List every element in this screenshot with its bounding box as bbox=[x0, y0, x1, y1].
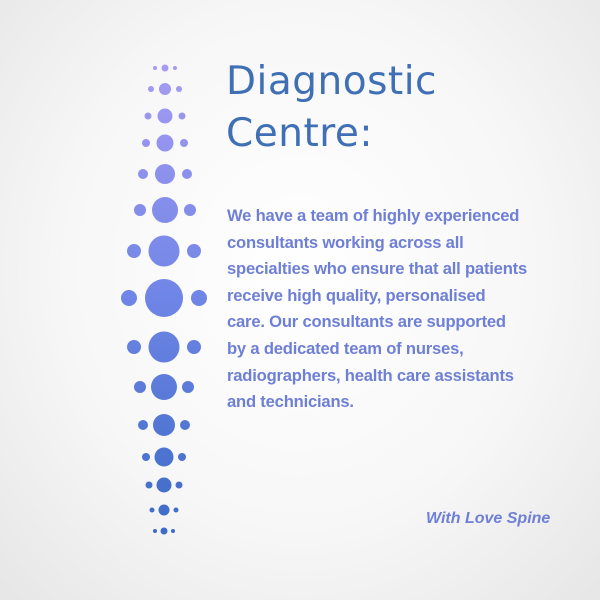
page-title: Diagnostic Centre: bbox=[226, 56, 437, 160]
signature-text: With Love Spine bbox=[426, 510, 551, 527]
description-text: We have a team of highly experienced con… bbox=[227, 206, 527, 412]
title-line-1: Diagnostic bbox=[226, 59, 437, 104]
title-line-2: Centre: bbox=[226, 111, 374, 156]
